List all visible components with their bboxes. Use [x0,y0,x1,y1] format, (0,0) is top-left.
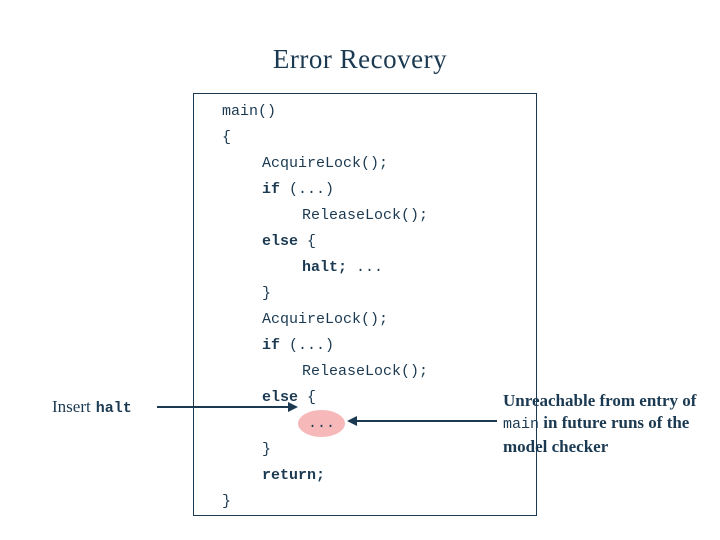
halt-keyword: halt [95,400,132,417]
code-segment: if [262,181,281,198]
code-segment: ReleaseLock(); [302,207,429,224]
code-segment: AcquireLock(); [262,155,389,172]
code-line: } [194,437,536,463]
unreachable-arrow-line [356,420,497,422]
code-listing: main() { AcquireLock(); if (...) ReleaseLock… [194,94,536,515]
code-line: else { [194,229,536,255]
code-segment: main() [222,103,277,120]
unreachable-note: Unreachable from entry of main in future… [503,390,705,458]
code-line: ... [194,410,536,437]
highlighted-ellipsis: ... [298,410,346,437]
code-line: ReleaseLock(); [194,203,536,229]
main-keyword: main [503,416,540,433]
code-segment: (...) [280,337,335,354]
unreachable-arrow-head-icon [347,416,357,426]
code-segment: } [262,285,272,302]
code-line: { [194,125,536,151]
code-segment: { [222,129,232,146]
slide-title: Error Recovery [272,44,448,74]
code-line: if (...) [194,333,536,359]
code-line: ReleaseLock(); [194,359,536,385]
code-line: } [194,281,536,307]
code-segment: } [222,493,232,510]
code-box: main() { AcquireLock(); if (...) ReleaseLock… [193,93,537,516]
code-line: } [194,489,536,515]
insert-halt-arrow-line [157,406,289,408]
code-line: AcquireLock(); [194,151,536,177]
code-line: else { [194,385,536,411]
note-text: in future runs of the model checker [503,413,690,456]
code-segment: else [262,389,299,406]
code-line: AcquireLock(); [194,307,536,333]
code-segment: (...) [280,181,335,198]
insert-halt-arrow-head-icon [288,402,298,412]
code-segment: } [262,441,272,458]
insert-label-text: Insert [52,397,91,416]
code-line: if (...) [194,177,536,203]
code-line: halt; ... [194,255,536,281]
code-segment: ReleaseLock(); [302,363,429,380]
code-segment: else [262,233,299,250]
note-text: Unreachable from entry of [503,391,697,410]
code-segment: ... [347,259,384,276]
code-line: main() [194,99,536,125]
code-segment: { [298,233,317,250]
code-segment: AcquireLock(); [262,311,389,328]
code-segment: { [298,389,317,406]
code-segment: if [262,337,281,354]
code-line: return; [194,463,536,489]
code-segment: return; [262,467,326,484]
code-segment: halt; [302,259,348,276]
